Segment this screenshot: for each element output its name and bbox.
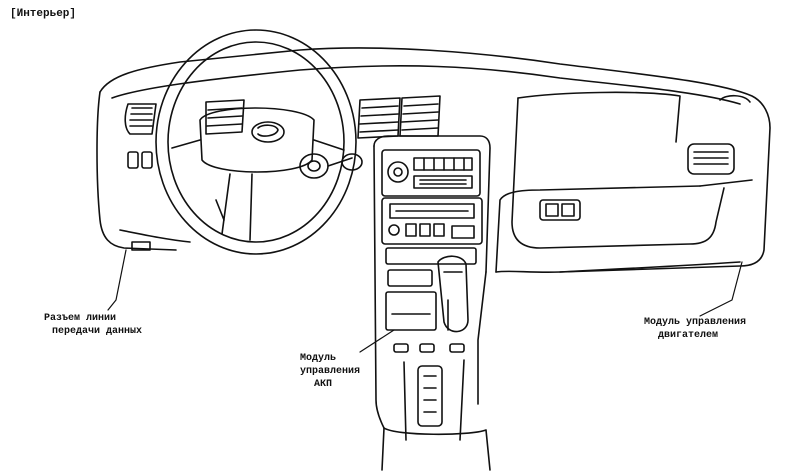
callout-line: управления xyxy=(300,366,361,377)
callout-line: АКП xyxy=(314,379,333,390)
leader-lines xyxy=(107,249,743,353)
callout-tcm: Модуль управления АКП xyxy=(300,352,360,391)
callout-line: передачи данных xyxy=(52,326,143,337)
center-vents xyxy=(205,95,441,139)
callout-diagnostic-connector: Разъем линии передачи данных xyxy=(44,312,142,338)
center-console xyxy=(373,135,491,471)
callout-line: Модуль управления xyxy=(644,317,747,328)
gear-lever xyxy=(437,255,469,333)
callout-ecm: Модуль управления двигателем xyxy=(644,316,746,342)
steering-wheel xyxy=(155,29,363,255)
callout-line: двигателем xyxy=(658,330,719,341)
dashboard-outline xyxy=(96,47,771,273)
diagram-title: [Интерьер] xyxy=(10,8,77,20)
callout-line: Модуль xyxy=(300,353,337,364)
callout-line: Разъем линии xyxy=(44,313,117,324)
